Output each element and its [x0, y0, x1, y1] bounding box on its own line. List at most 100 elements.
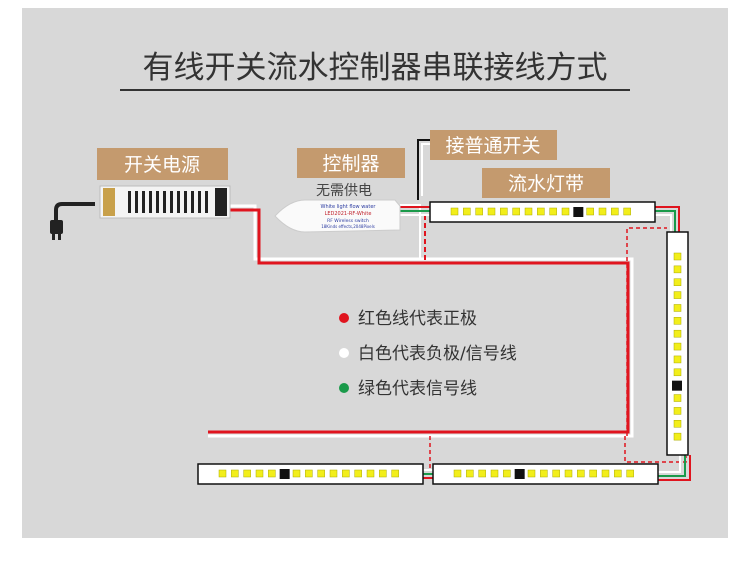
led-strip-3 — [432, 463, 659, 485]
led — [292, 469, 301, 478]
led-strip-2 — [666, 231, 689, 456]
vent — [177, 191, 180, 213]
led — [673, 329, 682, 338]
led — [673, 278, 682, 286]
led — [354, 469, 362, 478]
controller-print-3: RF Wireless switch — [327, 218, 369, 224]
led — [475, 207, 483, 216]
led — [626, 469, 634, 478]
vent — [163, 191, 166, 213]
led — [487, 207, 496, 216]
legend: 红色线代表正极 白色代表负极/信号线 绿色代表信号线 — [339, 309, 517, 399]
led — [673, 304, 682, 312]
vent — [135, 191, 138, 213]
led — [231, 469, 239, 478]
vent — [149, 191, 152, 213]
led — [329, 469, 338, 478]
led — [463, 207, 471, 216]
led-strip-4 — [197, 463, 424, 485]
led — [673, 291, 682, 299]
led — [623, 207, 631, 216]
vent — [198, 191, 201, 213]
strip-label: 流水灯带 — [508, 173, 584, 195]
ic-chip — [279, 469, 290, 479]
power-supply-label: 开关电源 — [124, 154, 200, 176]
power-supply: 开关电源 — [50, 148, 231, 240]
vent — [142, 191, 145, 213]
led — [673, 317, 682, 325]
led — [255, 469, 264, 478]
legend-dot-red — [339, 313, 349, 323]
led — [218, 469, 227, 478]
controller-note: 无需供电 — [316, 183, 372, 199]
ic-chip — [573, 207, 584, 217]
led — [450, 207, 459, 216]
led — [453, 469, 462, 478]
led — [379, 469, 387, 478]
led — [673, 394, 682, 402]
led — [524, 207, 533, 216]
wires — [208, 139, 691, 481]
vent — [128, 191, 131, 213]
led — [466, 469, 474, 478]
controller-label-bg — [297, 148, 405, 178]
vent — [191, 191, 194, 213]
led — [268, 469, 276, 478]
led — [577, 469, 585, 478]
led — [673, 432, 682, 441]
led — [601, 469, 610, 478]
led — [673, 342, 682, 351]
legend-red: 红色线代表正极 — [358, 309, 477, 329]
power-cord — [54, 202, 95, 222]
led — [552, 469, 560, 478]
legend-green: 绿色代表信号线 — [358, 379, 477, 399]
switch-label-bg — [430, 130, 557, 160]
strip-label-bg — [482, 168, 610, 198]
page-title: 有线开关流水控制器串联接线方式 — [143, 50, 608, 86]
legend-dot-green — [339, 383, 349, 393]
led — [305, 469, 313, 478]
led — [611, 207, 619, 216]
controller-label: 控制器 — [322, 153, 379, 175]
led — [673, 420, 682, 428]
led — [391, 469, 399, 478]
controller-print-1: White light flow water — [321, 204, 377, 210]
led — [490, 469, 499, 478]
led — [673, 265, 682, 274]
led — [527, 469, 536, 478]
led-strip-1 — [429, 201, 656, 223]
led — [366, 469, 375, 478]
led — [500, 207, 508, 216]
vent — [205, 191, 208, 213]
controller: 控制器 无需供电 White light flow water LED2021-… — [274, 148, 405, 233]
led — [589, 469, 597, 478]
plug-icon — [50, 220, 63, 234]
led — [478, 469, 486, 478]
led — [673, 252, 682, 261]
led — [598, 207, 607, 216]
legend-white: 白色代表负极/信号线 — [358, 344, 517, 364]
led — [540, 469, 548, 478]
led — [673, 368, 682, 377]
led — [561, 207, 570, 216]
led — [614, 469, 622, 478]
led — [586, 207, 594, 216]
controller-print-4: 18Kinds effects,2048Pixels — [321, 224, 375, 229]
led — [317, 469, 325, 478]
vent — [184, 191, 187, 213]
led — [673, 407, 682, 415]
controller-device — [274, 199, 401, 233]
led — [537, 207, 545, 216]
power-supply-label-bg — [97, 148, 228, 180]
led — [549, 207, 557, 216]
switch-label: 接普通开关 — [445, 135, 540, 157]
ic-chip — [514, 469, 525, 479]
vent — [170, 191, 173, 213]
led — [564, 469, 573, 478]
led — [342, 469, 350, 478]
led — [243, 469, 251, 478]
led — [512, 207, 520, 216]
led — [673, 355, 682, 364]
panel — [22, 8, 728, 538]
